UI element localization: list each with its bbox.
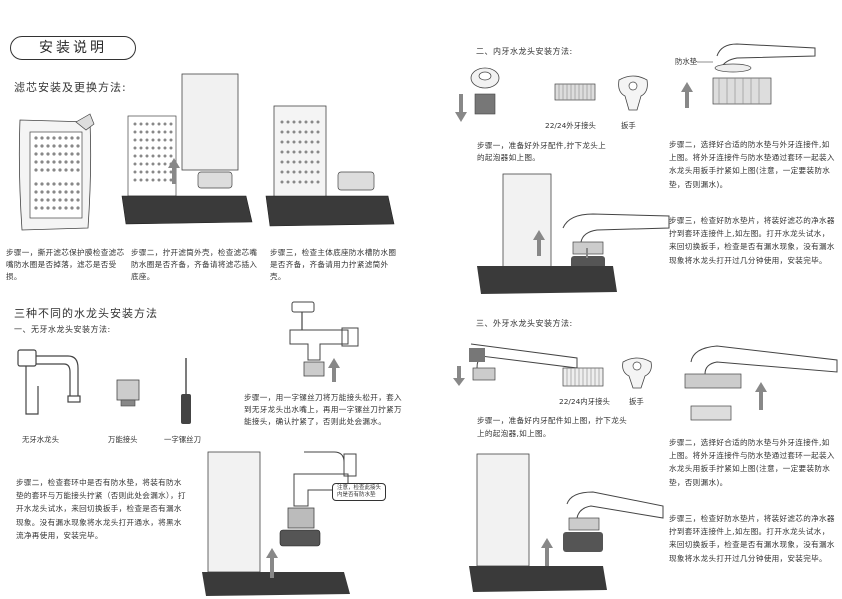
section1-step-2: 步骤二，检查套环中是否有防水垫，将装有防水垫的套环与万能接头拧紧（否则此处会漏水… [16, 478, 186, 540]
faucet-with-adapter-illustration [289, 301, 359, 382]
note-line-1: 注意，检查此接头 [337, 485, 382, 491]
threaded-connector-icon [554, 83, 596, 101]
part-label-faucet: 无牙水龙头 [22, 435, 59, 444]
section1-step-1: 步骤一，用一字镙丝刀将万能接头松开，套入到无牙龙头出水嘴上，再用一字镙丝刀拧紧万… [244, 393, 402, 426]
aerator-removal-illustration [455, 67, 500, 122]
section3-heading: 三、外牙水龙头安装方法: [476, 319, 573, 328]
section1-heading: 一、无牙水龙头安装方法: [14, 325, 111, 334]
section2-step-3: 步骤三，检查好防水垫片，将装好滤芯的净水器拧到套环连接件上,如左图。打开水龙头试… [669, 216, 835, 265]
section2-heading: 二、内牙水龙头安装方法: [476, 47, 573, 56]
s3-label-wrench: 扳手 [629, 397, 644, 406]
section2-step-2: 步骤二，选择好合适的防水垫与外牙连接件,如上图。将外牙连接件与防水垫通过套环一起… [669, 140, 835, 189]
purifier-on-faucet-illustration [202, 451, 357, 596]
screwdriver-icon [181, 358, 191, 424]
s2-label-gasket: 防水垫 [675, 57, 698, 66]
section3-step-2: 步骤二，选择好合适的防水垫与外牙连接件,如上图。将外牙连接件与防水垫通过套环一起… [669, 438, 835, 487]
filter-heading: 滤芯安装及更换方法: [14, 81, 127, 94]
purifier-internal-thread-illustration [477, 173, 670, 294]
page-title: 安装说明 [10, 36, 136, 60]
filter-cartridge-illustration [18, 113, 95, 231]
s2-label-connector: 22/24外牙接头 [545, 121, 596, 130]
note-line-2: 内是否有防水垫 [337, 492, 376, 498]
s2-label-wrench: 扳手 [621, 121, 636, 130]
filter-step-1: 步骤一，撕开滤芯保护膜检查滤芯嘴防水圈是否掉落，滤芯是否受损。 [6, 248, 125, 281]
section3-step-1: 步骤一，准备好内牙配件如上图，拧下龙头上的起泡器,如上图。 [477, 416, 627, 439]
universal-adapter-icon [116, 379, 140, 407]
left-page: 安装说明 滤芯安装及更换方法: [6, 36, 402, 596]
filter-housing-illustration [265, 105, 395, 227]
external-gasket-illustration [684, 345, 838, 421]
gasket-connector-illustration [681, 43, 816, 108]
filter-step-3: 步骤三，检查主体底座防水槽防水圈是否齐备，齐备请用力拧紧滤筒外壳。 [270, 248, 397, 281]
s3-label-connector: 22/24内牙接头 [559, 397, 610, 406]
right-page: 二、内牙水龙头安装方法: 22/24外牙接头 扳手 防水垫 步骤一，准备好外牙配… [421, 0, 842, 599]
purifier-external-thread-illustration [469, 453, 664, 592]
wrench-icon [618, 75, 648, 111]
filter-insert-illustration [121, 73, 253, 225]
part-label-screwdriver: 一字镙丝刀 [164, 435, 201, 444]
part-label-adapter: 万能接头 [108, 435, 138, 444]
external-faucet-illustration [453, 343, 578, 386]
section2-step-1: 步骤一，准备好外牙配件,拧下龙头上的起泡器如上图。 [477, 141, 607, 162]
faucet-heading: 三种不同的水龙头安装方法 [14, 307, 158, 320]
filter-step-2: 步骤二，拧开滤筒外壳，检查滤芯嘴防水圈是否齐备，齐备请将滤芯插入底座。 [131, 248, 258, 281]
unthreaded-faucet-icon [17, 349, 81, 415]
wrench-icon-2 [622, 357, 652, 389]
note-callout: 注意，检查此接头 内是否有防水垫 [332, 483, 387, 501]
section3-step-3: 步骤三，检查好防水垫片，将装好滤芯的净水器拧到套环连接件上,如左图。打开水龙头试… [669, 514, 835, 563]
internal-connector-icon [562, 367, 604, 387]
